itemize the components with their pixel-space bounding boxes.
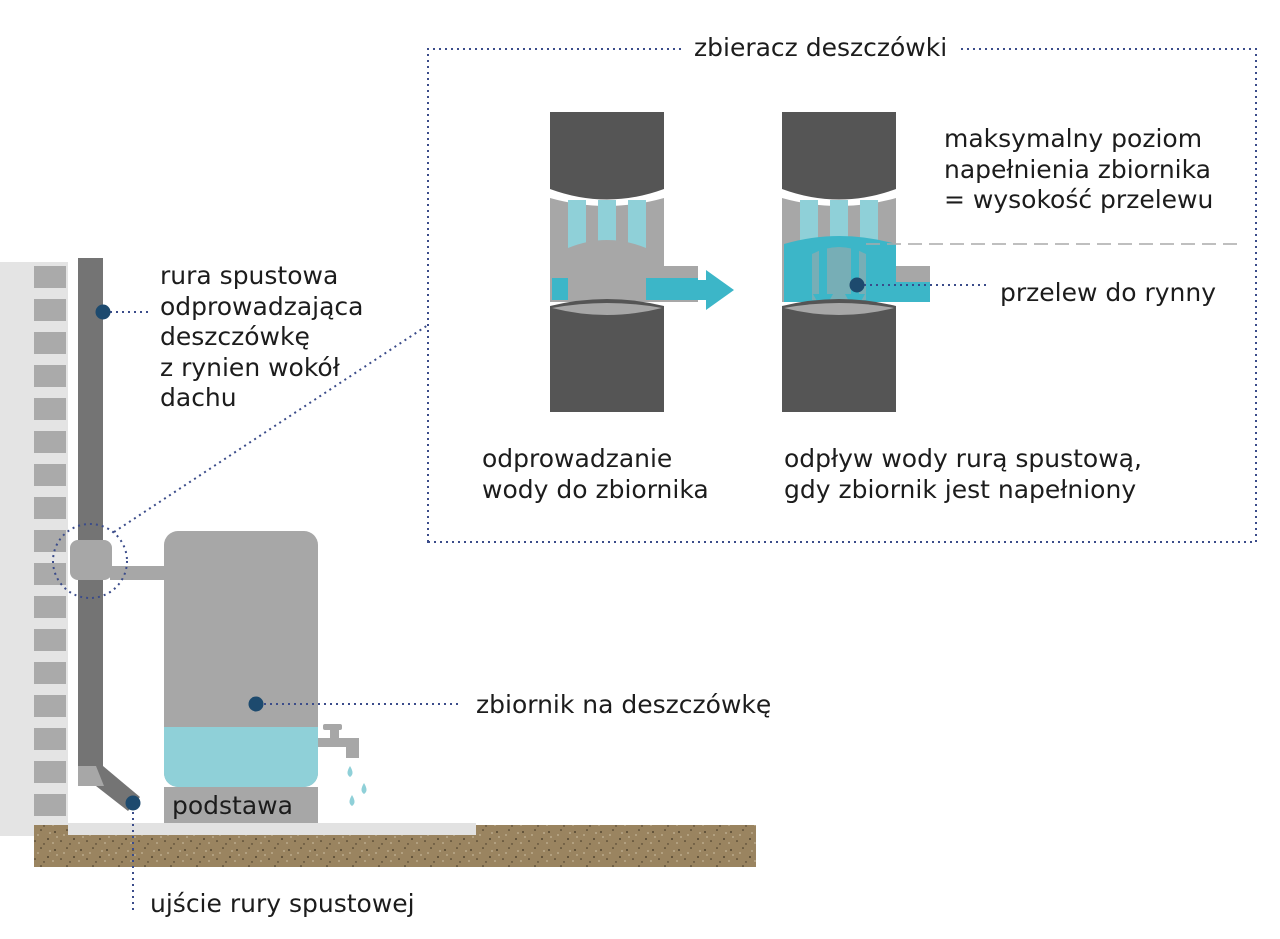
outflow-label: odpływ wody rurą spustową, gdy zbiornik …	[784, 444, 1142, 504]
wall-brick	[34, 398, 66, 420]
tank-label: zbiornik na deszczówkę	[476, 690, 772, 719]
collector-overflow	[782, 112, 1238, 412]
water-drops-icon	[347, 766, 367, 806]
wall-brick	[34, 365, 66, 387]
max-level-label: maksymalny poziom napełnienia zbiornika …	[944, 124, 1214, 214]
marker-outlet	[125, 795, 141, 811]
wall-brick	[34, 497, 66, 519]
wall-brick	[34, 332, 66, 354]
wall-brick	[34, 695, 66, 717]
wall-brick	[34, 431, 66, 453]
marker-downpipe	[95, 304, 111, 320]
wall-brick	[34, 530, 66, 552]
collector-to-tank	[550, 112, 734, 412]
wall-brick	[34, 728, 66, 750]
base-label: podstawa	[172, 791, 293, 820]
wall-brick	[34, 794, 66, 816]
wall-brick	[34, 662, 66, 684]
brick-wall	[0, 262, 68, 836]
wall-brick	[34, 266, 66, 288]
detail-zoom-circle	[52, 523, 128, 599]
wall-brick	[34, 596, 66, 618]
wall-brick	[34, 761, 66, 783]
downpipe	[70, 258, 166, 811]
zoom-connector-upper	[113, 324, 429, 533]
collector-title: zbieracz deszczówki	[682, 33, 960, 64]
to-tank-label: odprowadzanie wody do zbiornika	[482, 444, 709, 504]
markers	[95, 277, 865, 811]
overflow-label: przelew do rynny	[1000, 278, 1217, 307]
wall-brick	[34, 464, 66, 486]
marker-tank	[248, 696, 264, 712]
wall-brick	[34, 563, 66, 585]
wall-brick	[34, 629, 66, 651]
leader-lines	[110, 284, 986, 910]
downpipe-label: rura spustowa odprowadzająca deszczówkę …	[160, 261, 364, 412]
outlet-label: ujście rury spustowej	[150, 889, 415, 918]
detail-frame	[427, 48, 1257, 543]
pavement-slab	[68, 823, 476, 835]
rainwater-tank	[164, 531, 318, 787]
water-tap-icon	[318, 724, 359, 758]
tank-base	[164, 787, 318, 823]
wall-brick	[34, 299, 66, 321]
marker-overflow	[849, 277, 865, 293]
